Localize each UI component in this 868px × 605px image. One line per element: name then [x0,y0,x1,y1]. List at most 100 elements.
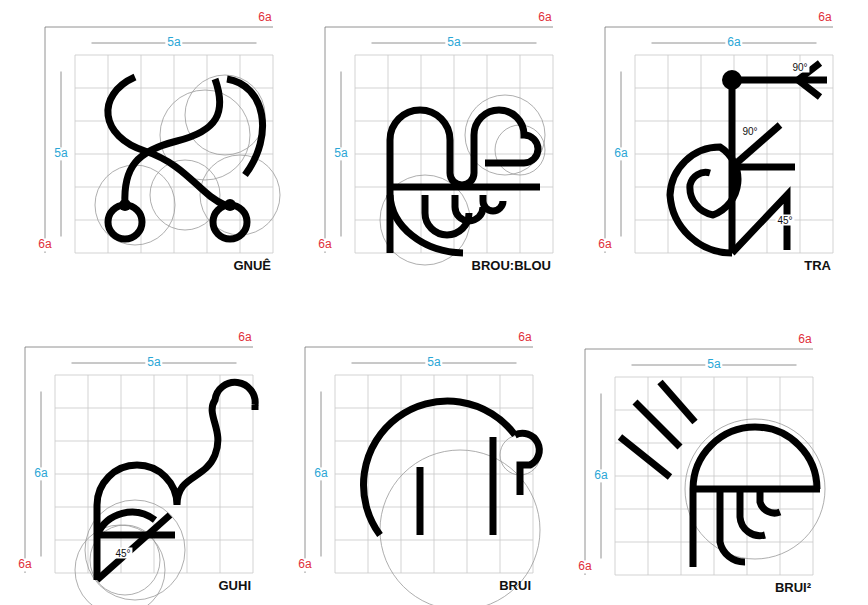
glyph-stroke [635,402,680,447]
dimension-label: 6a [796,333,813,346]
grid-line [335,441,533,442]
dimension-line [305,347,533,348]
dimension-label: 5a [145,356,162,369]
dimension-label: 6a [592,469,609,482]
grid-line [75,121,273,122]
construction-circle [95,165,175,245]
dimension-label: 5a [445,36,462,49]
grid-line [355,187,553,188]
dimension-label: 6a [612,147,629,160]
dimension-label: 6a [725,36,742,49]
dimension-line [605,27,606,253]
dimension-line [25,347,26,573]
glyph-panel [585,349,825,575]
grid-line [55,474,253,475]
glyph-stroke [670,147,738,253]
dimension-line [325,27,326,253]
glyph-stroke [620,437,670,477]
glyph-stroke [490,437,497,535]
grid-line [355,220,553,221]
glyph-name: GNUÊ [231,259,273,273]
glyph-stroke [760,489,780,513]
grid-line [615,476,813,477]
grid-line [355,154,553,155]
dimension-label: 6a [36,238,53,251]
dimension-label: 6a [32,467,49,480]
glyph-name: BRUI [497,579,533,593]
glyph-stroke [425,195,469,235]
dimension-line [45,27,273,28]
grid-line [335,408,533,409]
glyph-panel [45,27,280,253]
glyph-stroke [97,532,175,539]
glyph-panel [325,27,553,265]
dimension-line [585,349,813,350]
dimension-label: 5a [165,36,182,49]
glyph-stroke [483,195,503,211]
dimension-label: 5a [425,356,442,369]
dimension-label: 5a [52,147,69,160]
glyph-dot [119,199,131,211]
glyph-stroke [125,79,220,205]
construction-circle [185,75,265,155]
angle-label: 45° [113,548,132,559]
grid-line [355,55,553,56]
dimension-label: 6a [576,560,593,573]
glyph-dot [722,70,742,90]
dimension-label: 5a [705,358,722,371]
dimension-label: 6a [516,331,533,344]
grid-line [335,540,533,541]
grid-line [75,187,273,188]
glyph-stroke [455,195,483,221]
dimension-label: 6a [296,558,313,571]
grid-line [615,509,813,510]
dimension-line [605,27,833,28]
grid-line [55,573,253,574]
grid-line [615,542,813,543]
grid-line [55,507,253,508]
dimension-label: 5a [332,147,349,160]
glyph-dot [224,199,236,211]
grid-line [75,154,273,155]
grid-line [355,88,553,89]
angle-label: 90° [790,62,809,73]
dimension-label: 6a [256,11,273,24]
glyph-stroke [417,467,424,535]
grid-line [55,375,253,376]
glyph-stroke [660,382,695,422]
grid-line [635,55,833,56]
glyph-name: BROU:BLOU [470,259,553,273]
dimension-label: 6a [236,331,253,344]
glyph-name: TRA [802,259,833,273]
glyph-stroke [252,405,259,410]
glyph-stroke [515,433,539,495]
dimension-label: 6a [16,558,33,571]
glyph-stroke [97,382,255,580]
glyph-stroke [108,77,225,205]
glyph-stroke [693,427,817,489]
grid-line [55,408,253,409]
dimension-line [325,27,553,28]
glyph-stroke [732,77,827,84]
glyph-panel [605,27,833,253]
grid-line [75,55,273,56]
glyph-stroke [97,512,155,535]
glyph-name: GUHI [217,579,254,593]
grid-line [335,375,533,376]
grid-line [615,377,813,378]
angle-label: 45° [775,215,794,226]
dimension-label: 6a [312,467,329,480]
dimension-line [305,347,306,573]
construction-circle [685,419,825,559]
dimension-line [585,349,586,575]
glyph-stroke [363,401,515,535]
glyph-stroke [732,125,780,167]
glyph-stroke [390,110,538,253]
construction-circle [380,450,540,605]
glyph-stroke [732,164,795,171]
grid-line [75,253,273,254]
glyph-panel [305,347,540,605]
glyph-name: BRUI² [773,581,813,595]
